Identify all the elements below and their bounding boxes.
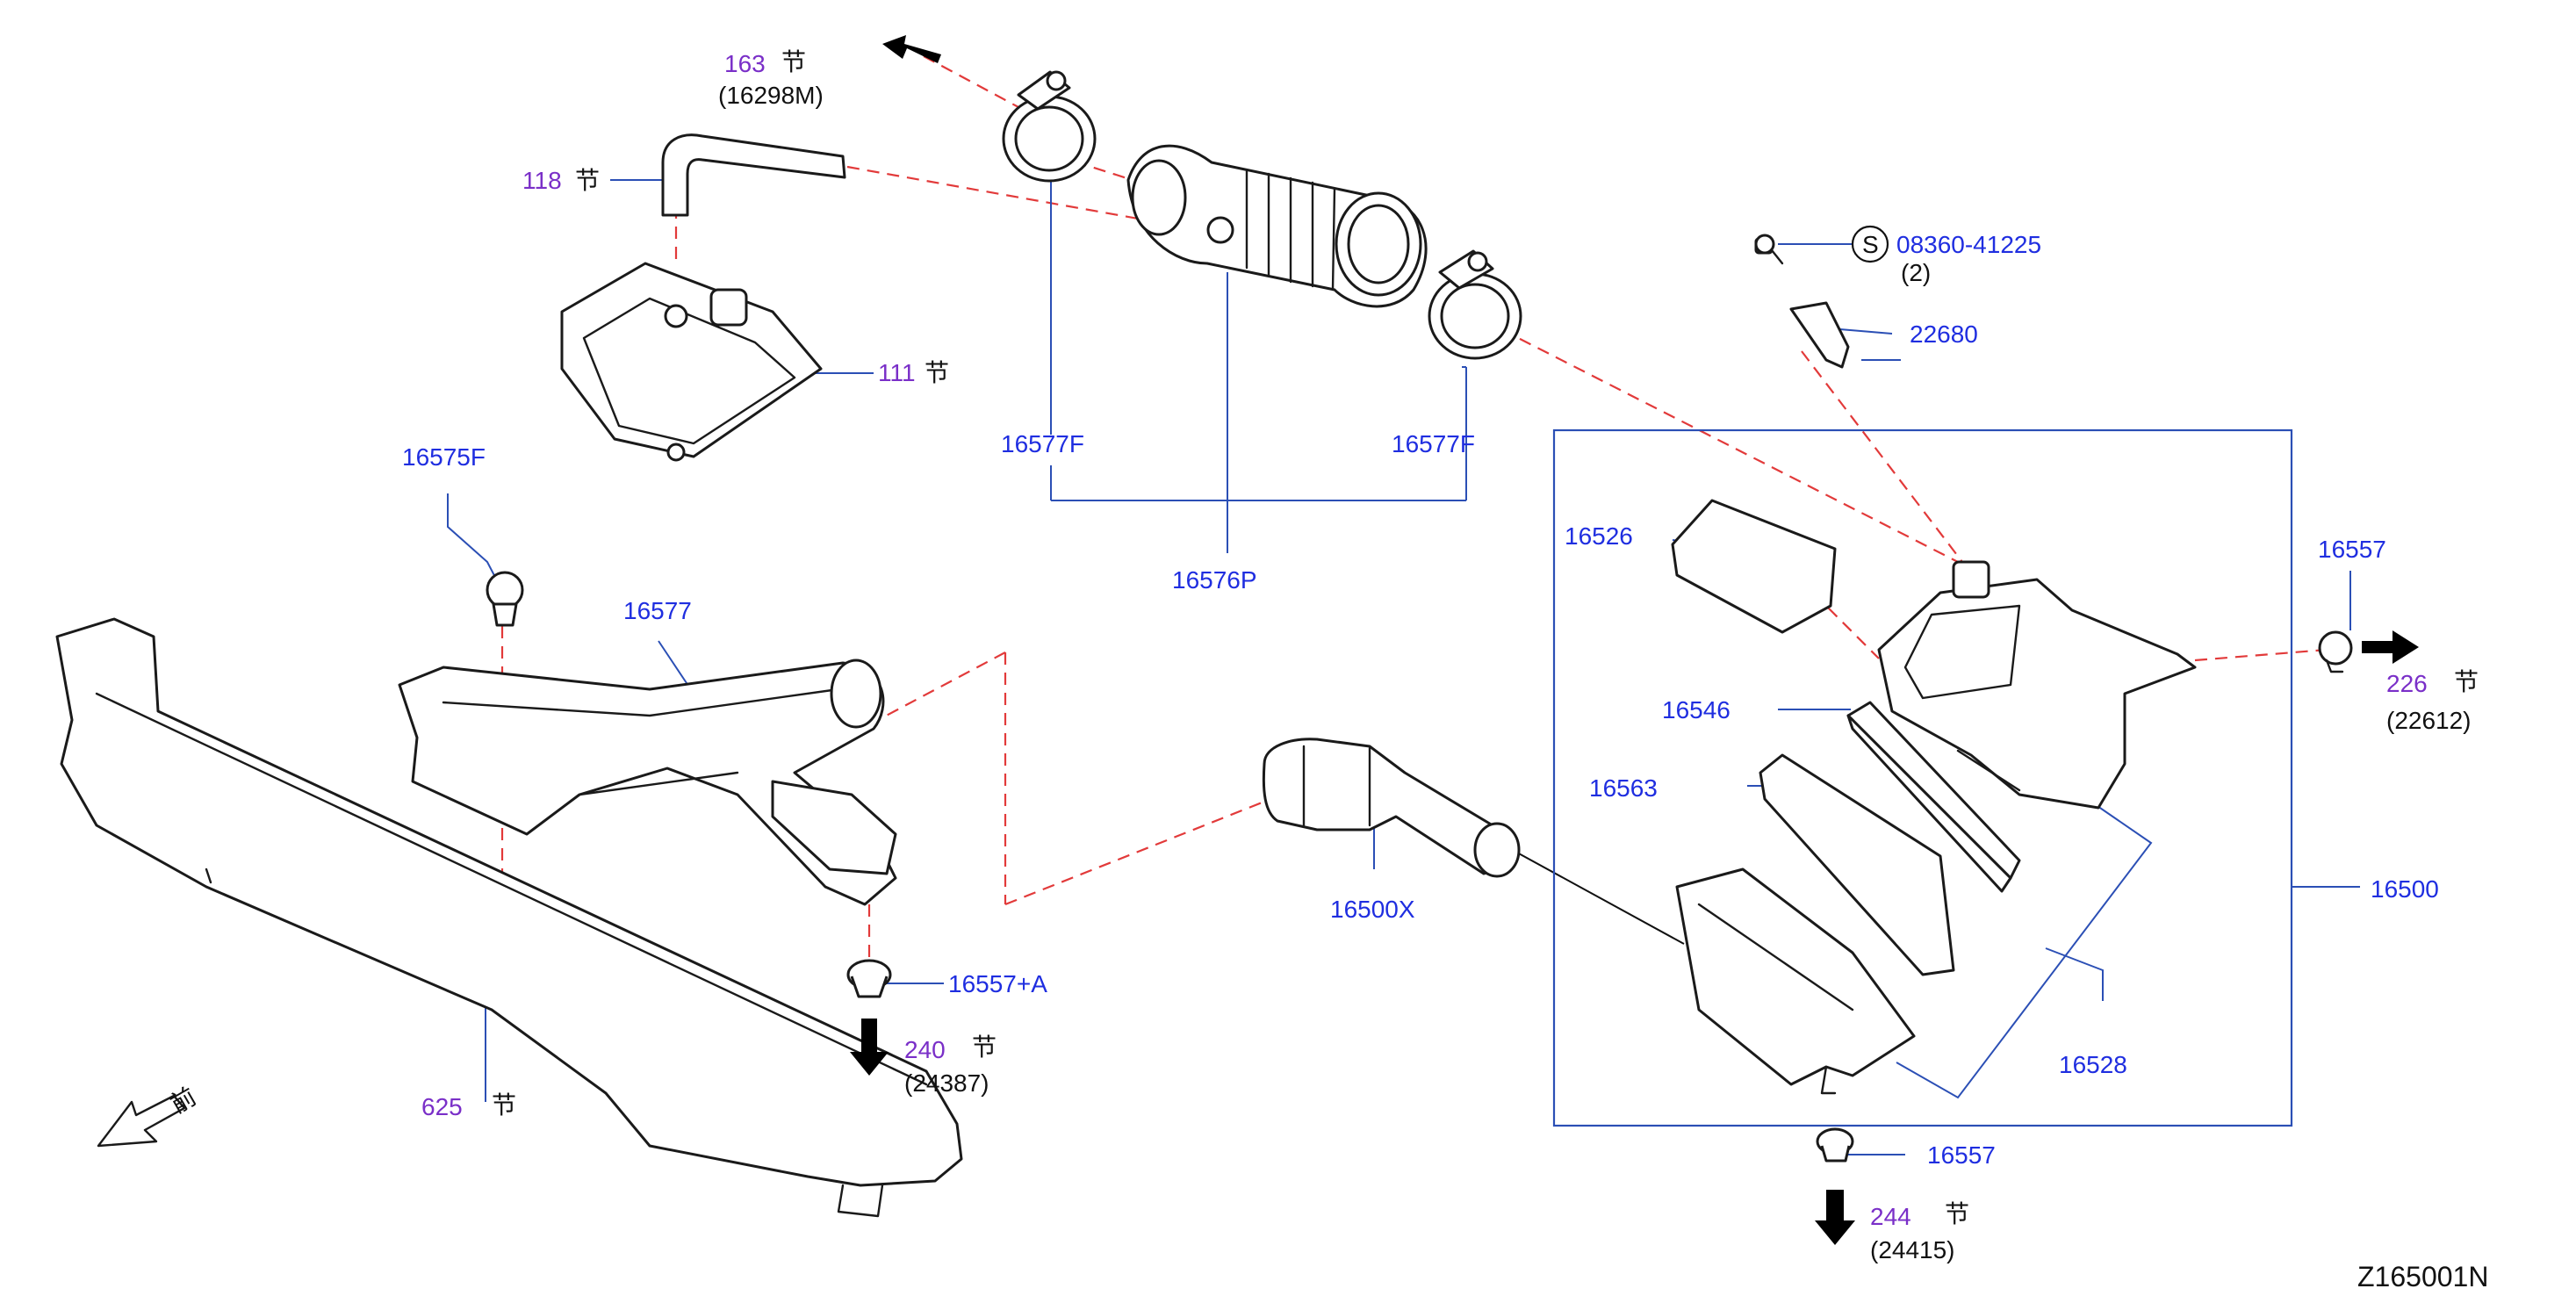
- diagram-id: Z165001N: [2357, 1261, 2488, 1292]
- label-111-char: 节: [925, 359, 949, 386]
- label-08360-qty: (2): [1901, 259, 1931, 286]
- label-240-char: 节: [972, 1033, 997, 1061]
- arrow-to-240: [850, 1019, 889, 1076]
- s-symbol: S: [1862, 231, 1879, 258]
- s-symbol-circle: [1851, 225, 1889, 263]
- label-625: 625: [421, 1093, 463, 1120]
- label-244-char: 节: [1945, 1200, 1969, 1227]
- resonator-duct: [398, 659, 897, 906]
- air-duct-bellows: [1126, 144, 1428, 308]
- arrow-to-163: [882, 35, 941, 63]
- label-16546: 16546: [1662, 696, 1731, 723]
- label-118-char: 节: [575, 167, 600, 194]
- label-240: 240: [904, 1036, 946, 1063]
- filter-frame: [1759, 753, 1955, 976]
- grommet-16557a: [846, 959, 892, 998]
- grommet-16557-bottom: [1816, 1127, 1854, 1163]
- label-163: 163: [724, 50, 766, 77]
- arrow-to-244: [1815, 1190, 1855, 1245]
- label-24415: (24415): [1870, 1236, 1955, 1263]
- clip-16575f: [486, 571, 524, 627]
- rocker-cover: [560, 262, 823, 462]
- label-16298m: (16298M): [718, 82, 824, 109]
- filter-group-bracket: [1896, 794, 2153, 1099]
- hose-clamp-top: [1002, 70, 1097, 183]
- label-244: 244: [1870, 1203, 1911, 1230]
- label-111: 111: [878, 359, 916, 386]
- filter-cover: [1671, 499, 1837, 634]
- label-16557-bottom: 16557: [1927, 1141, 1996, 1169]
- label-16526: 16526: [1565, 522, 1633, 550]
- label-16563: 16563: [1589, 774, 1658, 802]
- arrow-to-226: [2362, 630, 2419, 664]
- label-16577f-left: 16577F: [1001, 430, 1084, 457]
- label-16577: 16577: [623, 597, 692, 624]
- label-226: 226: [2386, 670, 2428, 697]
- label-16557a: 16557+A: [948, 970, 1047, 997]
- labels: 163 节 (16298M) 118 节 111 节 16577F 16577F…: [166, 48, 2489, 1292]
- label-24387: (24387): [904, 1069, 989, 1097]
- label-16577f-right: 16577F: [1392, 430, 1475, 457]
- label-16575f: 16575F: [402, 443, 486, 471]
- label-22680: 22680: [1910, 320, 1978, 348]
- label-163-char: 节: [781, 48, 806, 76]
- air-filter-element: [1846, 701, 2021, 893]
- hose-clamp-right: [1428, 249, 1522, 360]
- front-arrow: [97, 1094, 186, 1148]
- label-16500x: 16500X: [1330, 896, 1415, 923]
- screw-08360: [1754, 234, 1784, 265]
- label-22612: (22612): [2386, 707, 2472, 734]
- label-08360-41225: 08360-41225: [1896, 231, 2041, 258]
- label-16557-right: 16557: [2318, 536, 2386, 563]
- radiator-core-support: [55, 617, 963, 1187]
- blow-by-hose: [661, 133, 846, 217]
- label-front: 前: [166, 1083, 201, 1119]
- air-cleaner-lower-housing: [1675, 867, 1916, 1095]
- label-16500: 16500: [2371, 875, 2439, 903]
- label-16576p: 16576P: [1172, 566, 1257, 594]
- maf-sensor: [1754, 237, 1850, 369]
- air-inlet-duct: [1262, 738, 1521, 878]
- label-16528: 16528: [2059, 1051, 2127, 1078]
- grommet-16557-right: [2318, 630, 2353, 673]
- arrows: [97, 35, 2419, 1245]
- core-support-detail: [95, 692, 928, 1218]
- label-118: 118: [522, 167, 562, 194]
- label-226-char: 节: [2454, 668, 2479, 695]
- air-cleaner-assembly-box: [1552, 428, 2293, 1127]
- label-625-char: 节: [492, 1091, 516, 1119]
- air-cleaner-upper-housing: [1877, 560, 2197, 810]
- assembly-lines: [500, 55, 2328, 970]
